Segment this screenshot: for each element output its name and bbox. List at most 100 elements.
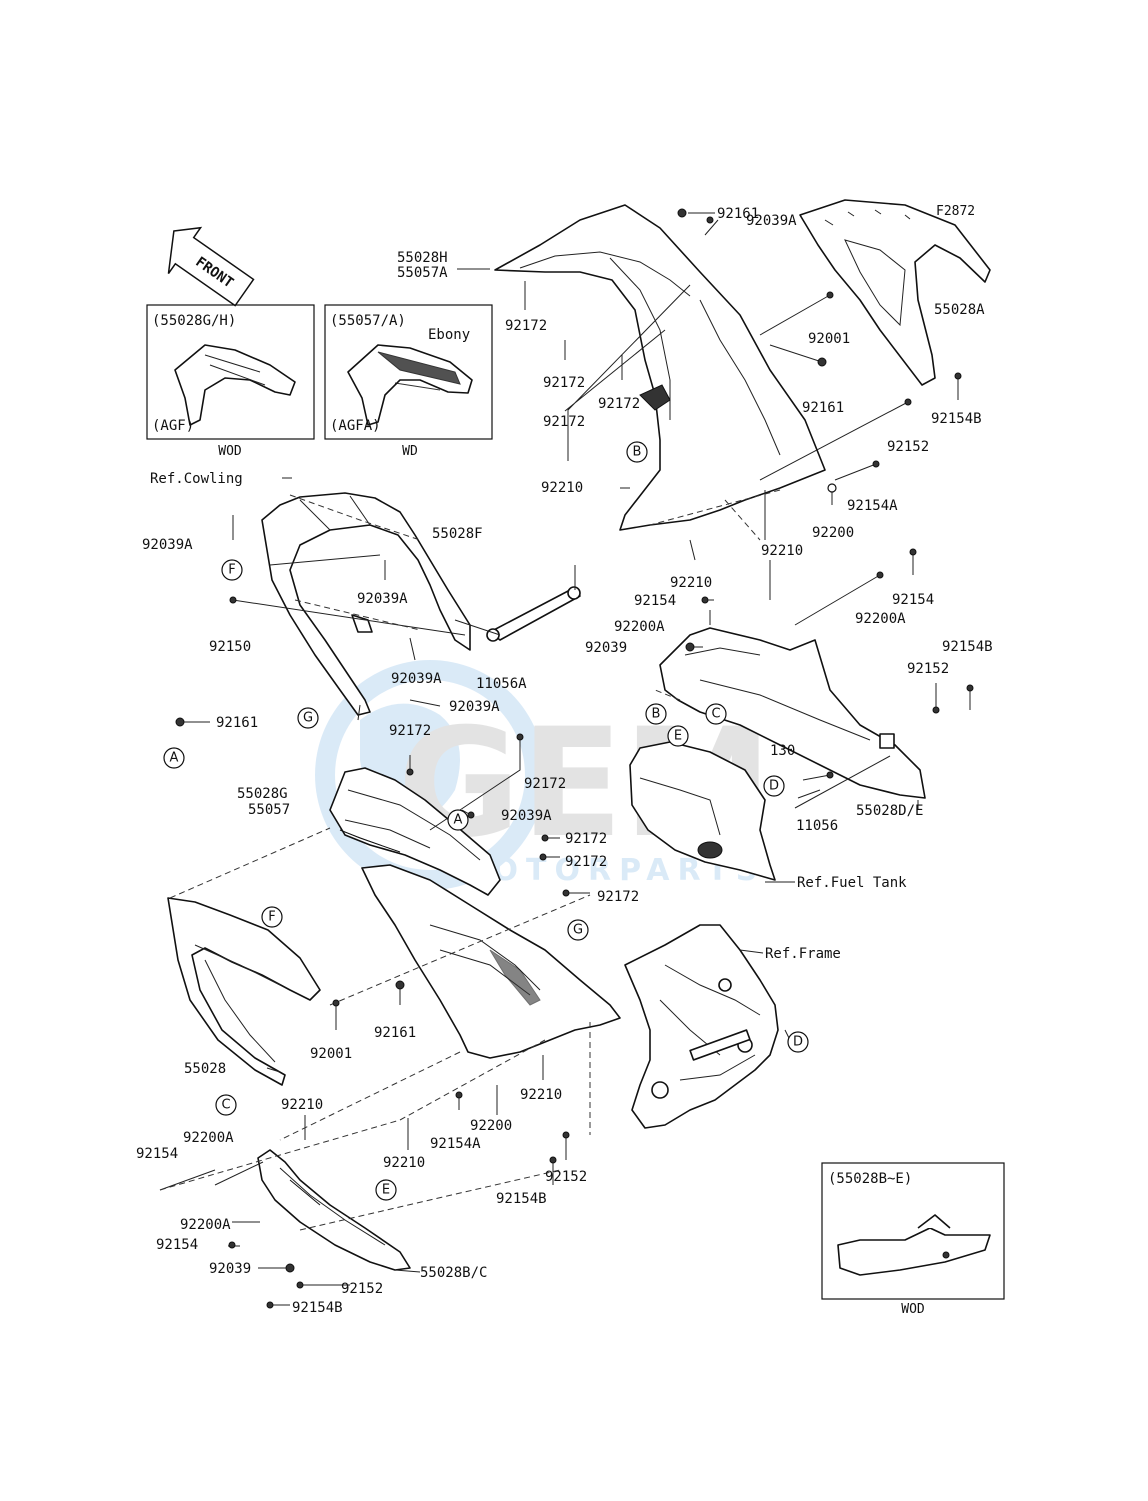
svg-text:C: C — [221, 1098, 230, 1113]
svg-text:F: F — [268, 910, 275, 925]
label-92150: 92150 — [209, 639, 251, 655]
label-92039A-m: 92039A — [501, 808, 552, 824]
label-92200A-r1: 92200A — [614, 619, 665, 635]
inset-wod-left: (55028G/H) (AGF) WOD — [146, 304, 315, 459]
part-55028 — [167, 897, 321, 1086]
svg-text:F: F — [228, 563, 235, 578]
label-92154-low2: 92154 — [156, 1237, 198, 1253]
label-92154-r2: 92154 — [892, 592, 934, 608]
label-92172-a: 92172 — [505, 318, 547, 334]
label-55057A: 55057A — [397, 265, 448, 281]
inset-wd: (55057/A) Ebony (AGFA) WD — [324, 304, 493, 459]
circle-ref-A-left: A — [163, 747, 185, 769]
front-arrow: FRONT — [167, 226, 255, 307]
inset-wod-right-title: (55028B~E) — [828, 1171, 912, 1187]
label-92172-m5: 92172 — [597, 889, 639, 905]
inset-wd-caption: WD — [402, 444, 418, 459]
label-11056A: 11056A — [476, 676, 527, 692]
label-92152-low2: 92152 — [341, 1281, 383, 1297]
circle-ref-B-top: B — [626, 441, 648, 463]
circled-refs: A A B B C C D D E E F F G G — [163, 441, 809, 1201]
label-92172-m2: 92172 — [524, 776, 566, 792]
circle-ref-B-mid: B — [645, 703, 667, 725]
part-55028F — [261, 492, 471, 716]
label-92039A-top: 92039A — [746, 213, 797, 229]
inset-wd-variant: (AGFA) — [330, 418, 381, 434]
inset-wd-color: Ebony — [428, 327, 470, 343]
label-92039-low: 92039 — [209, 1261, 251, 1277]
label-92172-b: 92172 — [543, 375, 585, 391]
label-92172-m1: 92172 — [389, 723, 431, 739]
fasteners — [175, 208, 974, 1309]
inset-wod-right: (55028B~E) WOD — [821, 1162, 1005, 1317]
label-92154B-low2: 92154B — [292, 1300, 343, 1316]
label-11056: 11056 — [796, 818, 838, 834]
label-55028DE: 55028D/E — [856, 803, 923, 819]
part-55028H — [494, 204, 826, 531]
circle-ref-E-mid: E — [667, 725, 689, 747]
label-92210-top: 92210 — [541, 480, 583, 496]
circle-ref-F-low: F — [261, 906, 283, 928]
label-92039A-l3: 92039A — [391, 671, 442, 687]
label-92200-low: 92200 — [470, 1118, 512, 1134]
circle-ref-A-mid: A — [447, 809, 469, 831]
label-92210-low2: 92210 — [281, 1097, 323, 1113]
circle-ref-G-left: G — [297, 707, 319, 729]
inset-wod-left-caption: WOD — [218, 444, 242, 459]
label-92210-low1: 92210 — [520, 1087, 562, 1103]
label-55028F: 55028F — [432, 526, 483, 542]
label-55028H: 55028H — [397, 250, 448, 266]
inset-wod-left-title: (55028G/H) — [152, 313, 236, 329]
label-92172-d: 92172 — [543, 414, 585, 430]
part-55028G — [329, 767, 501, 896]
label-92039A-l2: 92039A — [357, 591, 408, 607]
label-92039-r: 92039 — [585, 640, 627, 656]
circle-ref-F-left: F — [221, 559, 243, 581]
inset-wod-left-variant: (AGF) — [152, 418, 194, 434]
svg-text:C: C — [711, 707, 720, 722]
label-92039A-l1: 92039A — [142, 537, 193, 553]
label-92161-left: 92161 — [216, 715, 258, 731]
circle-ref-D-mid: D — [763, 775, 785, 797]
inset-wod-right-caption: WOD — [901, 1302, 925, 1317]
label-92161-mid: 92161 — [802, 400, 844, 416]
circle-ref-C-mid: C — [705, 703, 727, 725]
svg-text:B: B — [633, 445, 642, 460]
label-92152-top: 92152 — [887, 439, 929, 455]
label-92039A-l4: 92039A — [449, 699, 500, 715]
label-92001-top: 92001 — [808, 331, 850, 347]
label-92154B-r: 92154B — [942, 639, 993, 655]
label-92210-mid: 92210 — [761, 543, 803, 559]
label-92152-r: 92152 — [907, 661, 949, 677]
label-92154A-low: 92154A — [430, 1136, 481, 1152]
label-92172-m4: 92172 — [565, 854, 607, 870]
svg-text:A: A — [170, 751, 179, 766]
label-ref-frame: Ref.Frame — [765, 946, 841, 962]
label-55028BC: 55028B/C — [420, 1265, 487, 1281]
part-55028A — [799, 199, 991, 386]
svg-text:B: B — [652, 707, 661, 722]
label-55028: 55028 — [184, 1061, 226, 1077]
svg-text:D: D — [793, 1035, 803, 1050]
label-55028G: 55028G — [237, 786, 288, 802]
label-55028A: 55028A — [934, 302, 985, 318]
circle-ref-E-low: E — [375, 1179, 397, 1201]
label-92001-low: 92001 — [310, 1046, 352, 1062]
svg-text:A: A — [454, 813, 463, 828]
label-92200A-low2: 92200A — [180, 1217, 231, 1233]
label-92154B-low: 92154B — [496, 1191, 547, 1207]
part-main-side-panel — [361, 864, 621, 1059]
label-92172-m3: 92172 — [565, 831, 607, 847]
label-92200A-low1: 92200A — [183, 1130, 234, 1146]
label-ref-fuel-tank: Ref.Fuel Tank — [797, 875, 907, 891]
label-92152-low: 92152 — [545, 1169, 587, 1185]
label-92200-top: 92200 — [812, 525, 854, 541]
svg-text:G: G — [303, 711, 313, 726]
label-55057: 55057 — [248, 802, 290, 818]
label-92161-top: 92161 — [717, 206, 759, 222]
svg-text:D: D — [769, 779, 779, 794]
label-92172-c: 92172 — [598, 396, 640, 412]
label-92154-r1: 92154 — [634, 593, 676, 609]
svg-text:E: E — [674, 729, 682, 744]
